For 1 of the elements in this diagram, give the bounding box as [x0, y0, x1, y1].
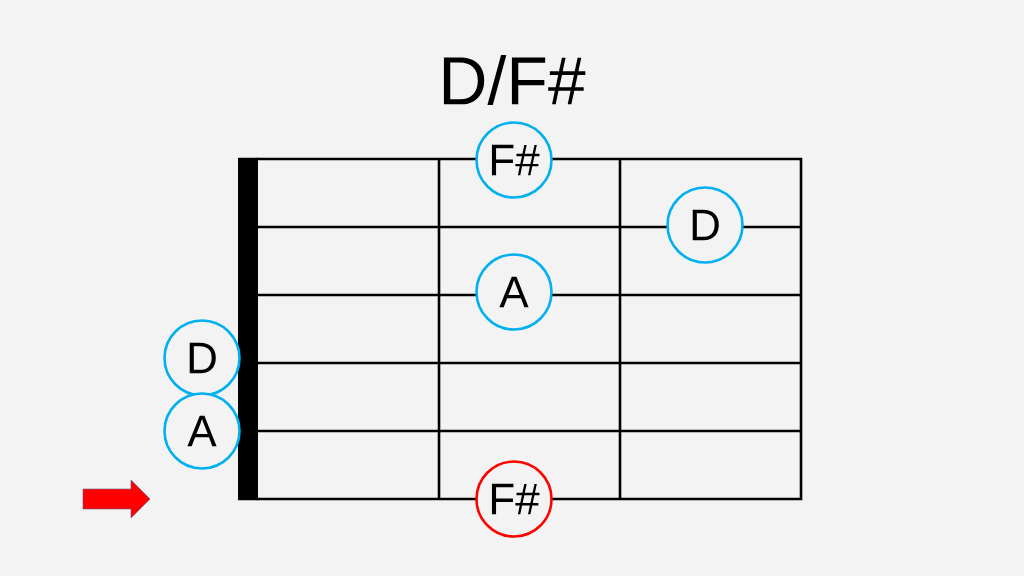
- chord-title: D/F#: [443, 55, 586, 105]
